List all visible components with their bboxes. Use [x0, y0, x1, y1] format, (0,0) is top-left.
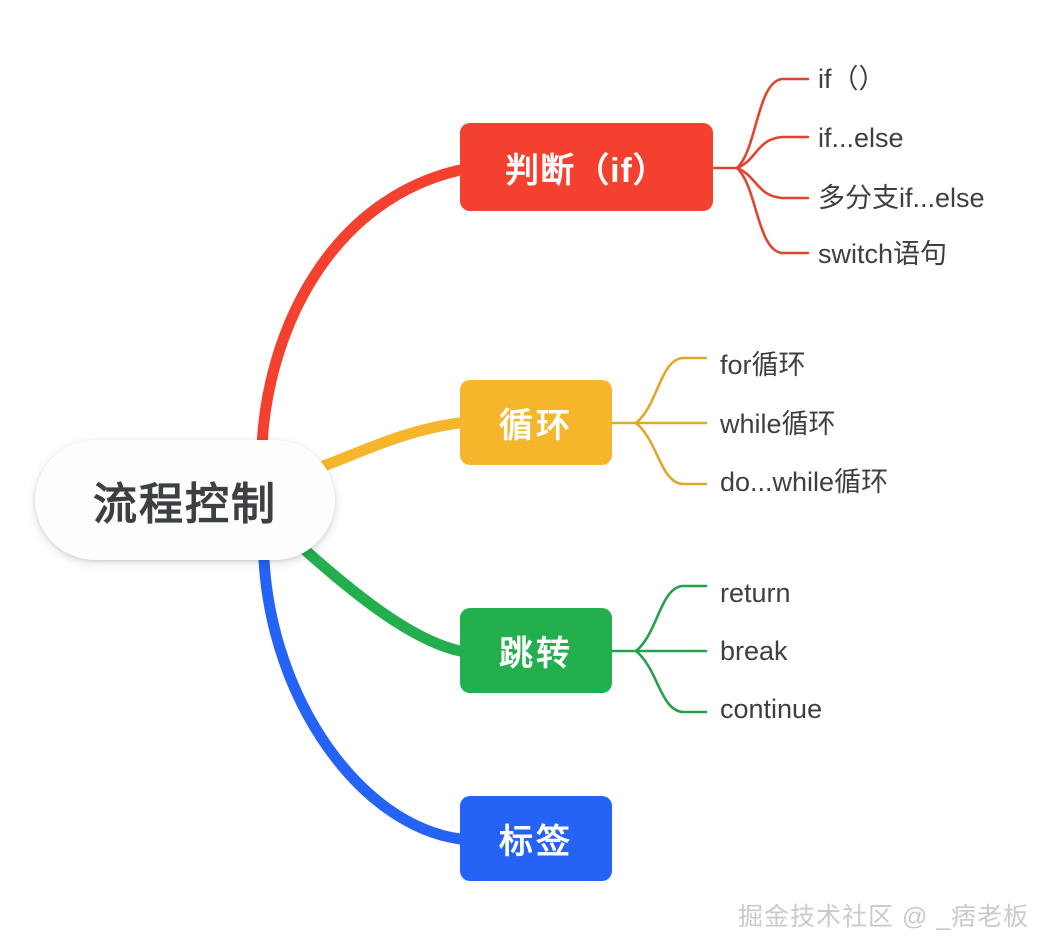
leaf-line-if-1: [735, 77, 810, 170]
leaf-jump-1[interactable]: return: [720, 578, 791, 608]
trunk-to-if: [256, 164, 466, 451]
branch-node-loop[interactable]: 循环: [460, 380, 612, 465]
branch-node-if-label: 判断（if）: [505, 151, 668, 190]
leaf-if-3[interactable]: 多分支if...else: [818, 183, 985, 213]
leaf-jump-3[interactable]: continue: [720, 694, 823, 724]
leaf-loop-2[interactable]: while循环: [720, 409, 836, 439]
leaf-jump-2[interactable]: break: [720, 636, 788, 666]
leaf-if-2[interactable]: if...else: [818, 123, 904, 153]
leaf-loop-1[interactable]: for循环: [720, 350, 806, 380]
leaf-loop-3[interactable]: do...while循环: [720, 467, 889, 497]
branch-node-if[interactable]: 判断（if）: [460, 123, 713, 211]
root-node[interactable]: 流程控制: [35, 440, 335, 560]
trunk-to-jump: [299, 544, 466, 657]
leaf-line-if-4: [735, 166, 810, 255]
branch-node-jump[interactable]: 跳转: [460, 608, 612, 693]
branch-node-loop-label: 循环: [499, 407, 573, 445]
leaf-line-jump-1: [634, 584, 708, 653]
branch-node-label[interactable]: 标签: [460, 796, 612, 881]
trunk-to-label: [258, 554, 466, 845]
branch-node-label-label: 标签: [499, 823, 573, 861]
branch-node-jump-label: 跳转: [499, 635, 573, 673]
leaf-line-loop-3: [634, 421, 708, 486]
leaf-line-if-3: [735, 166, 810, 200]
leaf-line-if-2: [735, 135, 810, 170]
leaf-line-jump-3: [634, 649, 708, 714]
root-node-label: 流程控制: [93, 480, 277, 529]
leaf-if-1[interactable]: if（）: [818, 64, 886, 94]
leaf-line-loop-1: [634, 356, 708, 425]
watermark: 掘金技术社区 @ _痞老板: [738, 903, 1030, 931]
leaf-if-4[interactable]: switch语句: [818, 239, 948, 269]
trunk-to-loop: [306, 417, 466, 476]
